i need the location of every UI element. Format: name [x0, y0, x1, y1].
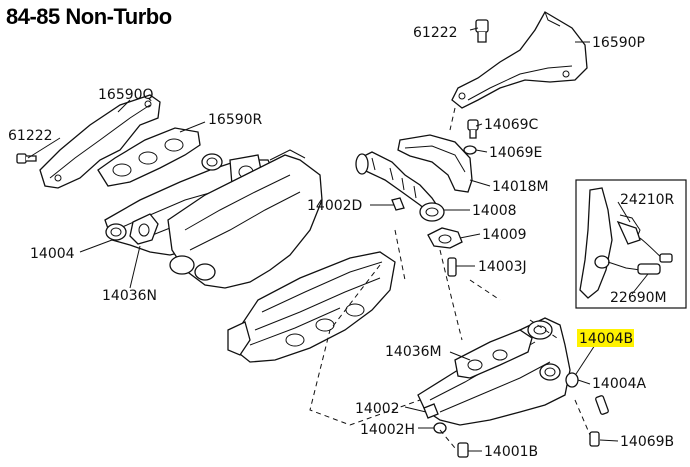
cylinder-head-center — [227, 251, 396, 363]
label-14004-left: 14004 — [30, 246, 75, 262]
gasket-14036M[interactable] — [454, 329, 533, 379]
engine-block-left — [167, 149, 323, 289]
label-14009: 14009 — [482, 227, 527, 243]
label-14018M: 14018M — [492, 179, 549, 195]
exhaust-manifold-14004B[interactable] — [417, 317, 571, 426]
label-16590P: 16590P — [592, 35, 645, 51]
label-14002: 14002 — [355, 401, 400, 417]
label-16590Q: 16590Q — [98, 87, 154, 103]
label-14003J: 14003J — [478, 259, 527, 275]
gasket-14009[interactable] — [427, 227, 463, 249]
label-14002D: 14002D — [307, 198, 362, 214]
heat-shield-16590P[interactable] — [451, 11, 588, 109]
diagram-title: 84-85 Non-Turbo — [6, 4, 172, 29]
gasket-14036N[interactable] — [129, 213, 159, 245]
gasket-16590R[interactable] — [97, 127, 201, 187]
label-14069B: 14069B — [620, 434, 674, 450]
exhaust-pipe-14008[interactable] — [355, 151, 445, 222]
label-14069C: 14069C — [484, 117, 539, 133]
highlight-14004B — [577, 329, 634, 347]
label-14069E: 14069E — [489, 145, 542, 161]
stud-14002D[interactable] — [391, 197, 405, 211]
heat-shield-16590Q[interactable] — [39, 94, 161, 189]
label-14002H: 14002H — [360, 422, 415, 438]
inset-frame — [575, 179, 687, 309]
heat-shield-14018M[interactable] — [397, 134, 473, 193]
label-22690M: 22690M — [610, 290, 667, 306]
label-14004B: 14004B — [579, 331, 633, 347]
label-14008: 14008 — [472, 203, 517, 219]
label-14004A: 14004A — [592, 376, 647, 392]
leader-lines — [27, 27, 649, 452]
label-61222-top: 61222 — [413, 25, 458, 41]
inset-oxygen-sensor — [579, 187, 673, 299]
washer-14069E[interactable] — [463, 145, 477, 155]
stud-14004A[interactable] — [595, 395, 609, 415]
bolt-14069B[interactable] — [589, 431, 600, 447]
label-14036N: 14036N — [102, 288, 157, 304]
oxygen-sensor-boss[interactable] — [565, 372, 579, 388]
dashed-guides — [309, 107, 591, 449]
nut-14002H[interactable] — [433, 422, 447, 434]
nut-14001B[interactable] — [457, 442, 469, 458]
stud-14002[interactable] — [423, 403, 439, 419]
stud-14003J[interactable] — [447, 257, 457, 277]
label-14036M: 14036M — [385, 344, 442, 360]
label-61222-left: 61222 — [8, 128, 53, 144]
label-24210R: 24210R — [620, 192, 675, 208]
label-16590R: 16590R — [208, 112, 263, 128]
bolt-14069C[interactable] — [467, 119, 479, 139]
label-14001B: 14001B — [484, 444, 538, 460]
bolt-61222-top[interactable] — [475, 19, 489, 43]
